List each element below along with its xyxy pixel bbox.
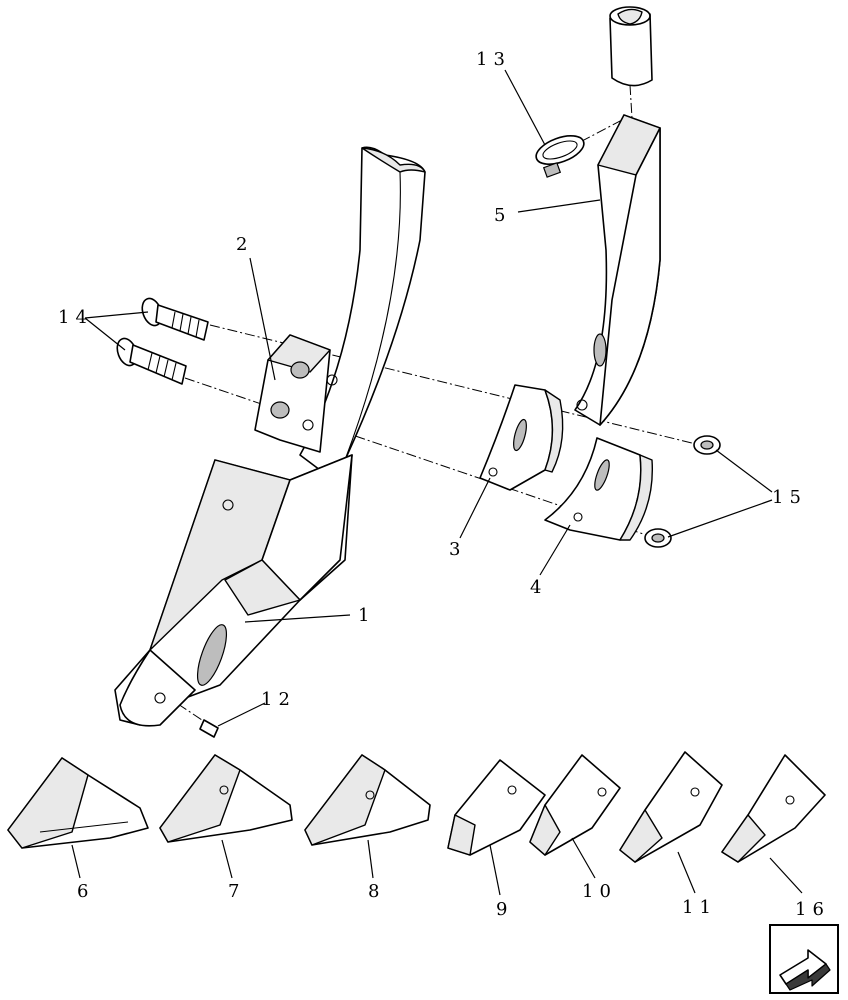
callout-14: 14	[58, 307, 93, 328]
sweep-point-8	[304, 754, 431, 846]
bracket-part-3	[479, 384, 564, 491]
callout-3: 3	[449, 539, 466, 560]
holder-part-2	[254, 146, 426, 471]
callout-13: 13	[476, 49, 511, 70]
alignment-lines	[177, 84, 701, 723]
pin-part-12	[199, 719, 219, 738]
next-page-arrow-icon	[779, 949, 831, 991]
callout-2: 2	[236, 234, 253, 255]
callout-1: 1	[358, 605, 375, 626]
callout-4: 4	[530, 577, 547, 598]
sweep-point-7	[159, 754, 293, 843]
nut-parts-15	[644, 435, 721, 548]
callout-12: 12	[261, 689, 296, 710]
callout-labels: 1 2 3 4 5 6 7 8 9 10 11 12 13 14 15 16	[58, 49, 830, 920]
callout-8: 8	[368, 881, 385, 902]
bolt-parts-14	[116, 297, 209, 385]
narrow-point-16	[721, 754, 826, 863]
callout-15: 15	[772, 487, 807, 508]
shank-tube-part	[609, 6, 653, 87]
narrow-point-9	[447, 759, 546, 856]
callout-6: 6	[77, 881, 94, 902]
callout-10: 10	[582, 881, 617, 902]
callout-9: 9	[496, 899, 513, 920]
next-page-arrow-button[interactable]	[769, 924, 839, 994]
callout-5: 5	[494, 205, 511, 226]
bracket-part-4	[544, 437, 654, 541]
shoe-part-1	[114, 454, 353, 727]
callout-7: 7	[228, 881, 245, 902]
narrow-point-11	[619, 751, 723, 863]
shank-part-5	[574, 114, 661, 426]
callout-16: 16	[795, 899, 830, 920]
callout-11: 11	[682, 897, 717, 918]
hose-clamp-part-13	[535, 135, 585, 178]
narrow-point-10	[529, 754, 621, 856]
sweep-point-6	[7, 757, 149, 849]
leader-lines	[71, 69, 803, 896]
